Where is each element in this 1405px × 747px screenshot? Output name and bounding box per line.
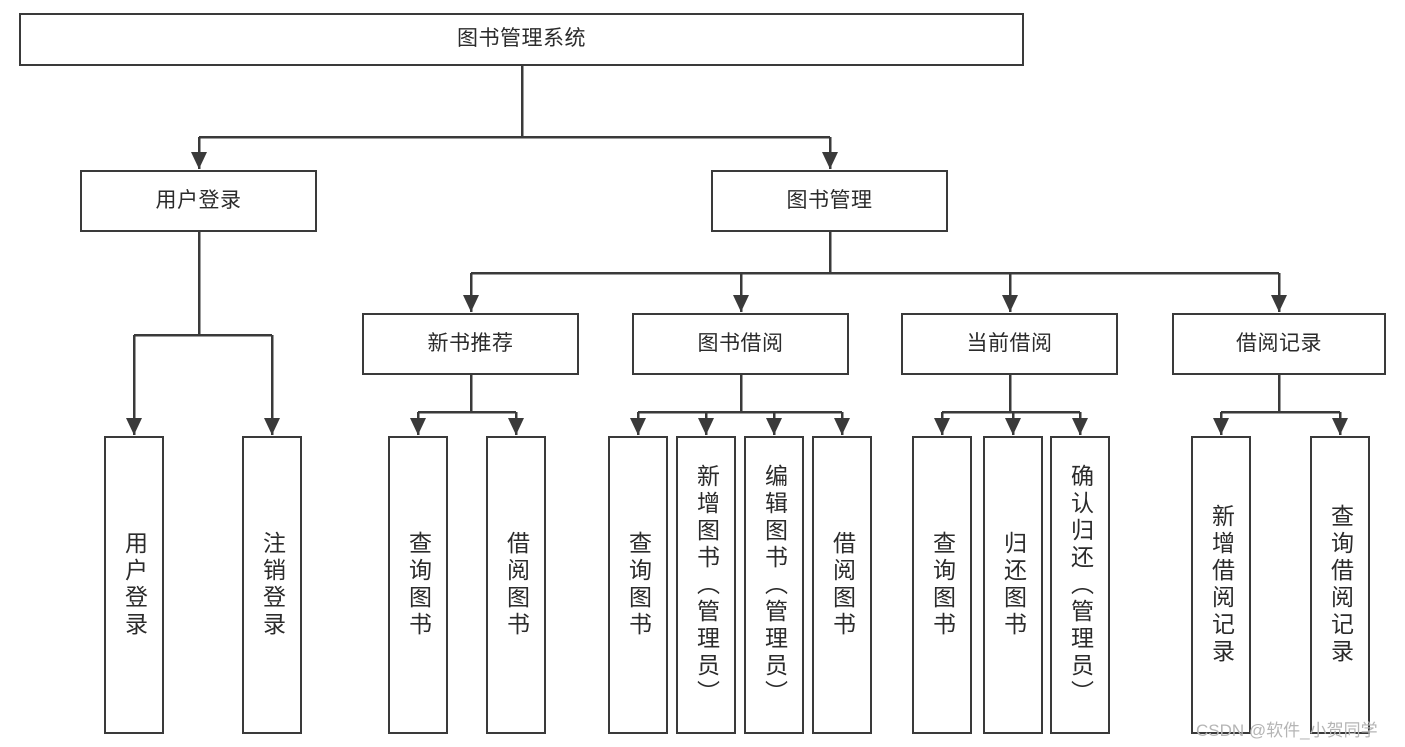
- arrow-head-icon: [191, 152, 207, 169]
- node-l2a[interactable]: 用户登录: [80, 170, 317, 232]
- node-label: 编辑图书（管理员）: [761, 463, 788, 707]
- node-leaf9[interactable]: 查询图书: [912, 436, 972, 734]
- node-leaf1[interactable]: 用户登录: [104, 436, 164, 734]
- node-label: 归还图书: [1000, 531, 1027, 639]
- arrow-head-icon: [410, 418, 426, 435]
- node-leaf8[interactable]: 借阅图书: [812, 436, 872, 734]
- node-label: 图书借阅: [697, 331, 784, 355]
- node-label: 新增借阅记录: [1208, 504, 1235, 666]
- node-label: 借阅记录: [1236, 331, 1322, 355]
- arrow-head-icon: [1213, 418, 1229, 435]
- node-leaf5[interactable]: 查询图书: [608, 436, 668, 734]
- node-leaf7[interactable]: 编辑图书（管理员）: [744, 436, 804, 734]
- node-label: 借阅图书: [829, 531, 856, 639]
- node-label: 注销登录: [259, 531, 286, 639]
- node-label: 借阅图书: [503, 531, 530, 639]
- node-label: 查询借阅记录: [1327, 504, 1354, 666]
- arrow-head-icon: [1005, 418, 1021, 435]
- node-l2b[interactable]: 图书管理: [711, 170, 948, 232]
- arrow-head-icon: [1002, 295, 1018, 312]
- node-leaf12[interactable]: 新增借阅记录: [1191, 436, 1251, 734]
- node-l3b[interactable]: 图书借阅: [632, 313, 849, 375]
- node-label: 图书管理: [786, 188, 873, 212]
- arrow-head-icon: [1332, 418, 1348, 435]
- node-label: 新增图书（管理员）: [693, 463, 720, 707]
- node-leaf4[interactable]: 借阅图书: [486, 436, 546, 734]
- node-leaf11[interactable]: 确认归还（管理员）: [1050, 436, 1110, 734]
- node-leaf6[interactable]: 新增图书（管理员）: [676, 436, 736, 734]
- node-leaf10[interactable]: 归还图书: [983, 436, 1043, 734]
- arrow-head-icon: [822, 152, 838, 169]
- node-leaf2[interactable]: 注销登录: [242, 436, 302, 734]
- node-l3c[interactable]: 当前借阅: [901, 313, 1118, 375]
- arrow-head-icon: [698, 418, 714, 435]
- node-label: 查询图书: [929, 531, 956, 639]
- node-label: 用户登录: [155, 188, 242, 212]
- node-leaf3[interactable]: 查询图书: [388, 436, 448, 734]
- arrow-head-icon: [766, 418, 782, 435]
- csdn-watermark: CSDN @软件_小贺同学: [1196, 721, 1378, 740]
- arrow-head-icon: [1271, 295, 1287, 312]
- node-label: 查询图书: [405, 531, 432, 639]
- node-root[interactable]: 图书管理系统: [19, 13, 1024, 66]
- arrow-head-icon: [1072, 418, 1088, 435]
- arrow-head-icon: [934, 418, 950, 435]
- node-label: 查询图书: [625, 531, 652, 639]
- node-l3d[interactable]: 借阅记录: [1172, 313, 1386, 375]
- node-label: 当前借阅: [966, 331, 1053, 355]
- arrow-head-icon: [126, 418, 142, 435]
- node-label: 用户登录: [121, 531, 148, 639]
- node-label: 新书推荐: [427, 331, 514, 355]
- arrow-head-icon: [733, 295, 749, 312]
- arrow-head-icon: [834, 418, 850, 435]
- arrow-head-icon: [630, 418, 646, 435]
- node-label: 确认归还（管理员）: [1067, 463, 1094, 707]
- arrow-head-icon: [463, 295, 479, 312]
- node-l3a[interactable]: 新书推荐: [362, 313, 579, 375]
- node-label: 图书管理系统: [457, 27, 586, 51]
- arrow-head-icon: [508, 418, 524, 435]
- arrow-head-icon: [264, 418, 280, 435]
- node-leaf13[interactable]: 查询借阅记录: [1310, 436, 1370, 734]
